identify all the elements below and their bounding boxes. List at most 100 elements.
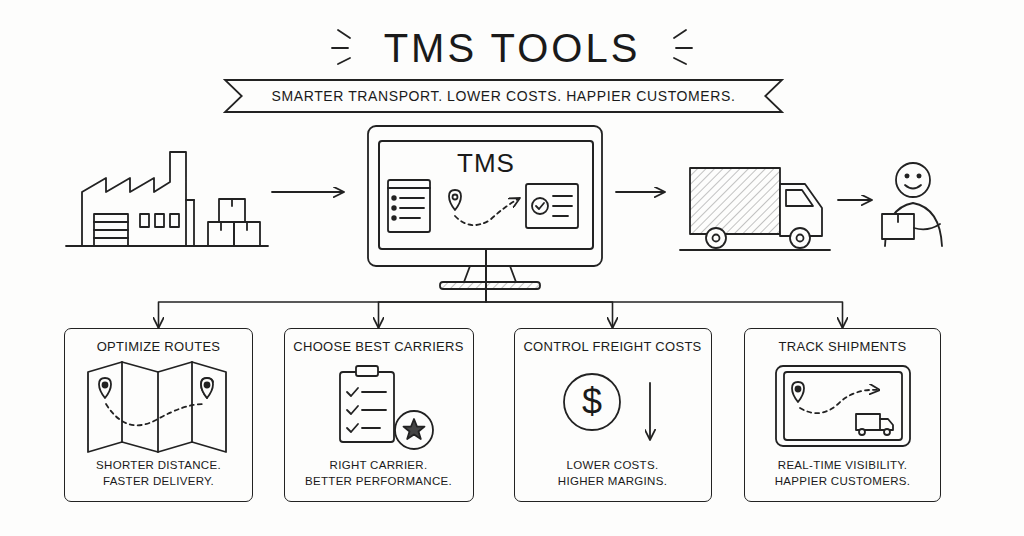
factory-illustration [66, 152, 268, 246]
tablet-icon [776, 366, 910, 446]
customer-illustration [914, 224, 940, 229]
sparkle-marks [674, 58, 686, 64]
factory-illustration [186, 199, 194, 201]
map-icon [201, 378, 213, 398]
coin-icon [564, 374, 650, 440]
feature-box: CHOOSE BEST CARRIERS RIGHT CARRIER. BETTE… [284, 328, 474, 502]
box-description: LOWER COSTS. HIGHER MARGINS. [527, 457, 699, 489]
feature-box: CONTROL FREIGHT COSTSLOWER COSTS. HIGHER… [514, 328, 712, 502]
factory-illustration [140, 214, 149, 227]
factory-illustration [170, 214, 179, 227]
truck-illustration [713, 235, 720, 242]
coin-icon [564, 374, 620, 430]
map-icon [205, 383, 210, 388]
clipboard-icon [347, 424, 358, 432]
currency-symbol: $ [572, 380, 612, 423]
sparkle-marks [676, 47, 692, 49]
tablet-icon [784, 372, 902, 440]
clipboard-icon [356, 366, 378, 376]
monitor-illustration [368, 126, 602, 289]
factory-illustration [193, 200, 195, 246]
clipboard-icon [340, 372, 394, 442]
monitor-illustration [388, 180, 430, 232]
sparkle-marks [332, 47, 348, 49]
map-icon [121, 362, 123, 442]
monitor-illustration [388, 187, 430, 189]
factory-illustration [82, 152, 186, 246]
factory-illustration [231, 199, 233, 206]
monitor-illustration [449, 190, 461, 210]
factory-illustration [94, 214, 128, 246]
monitor-illustration [526, 184, 578, 228]
monitor-illustration [368, 126, 602, 266]
map-icon [103, 383, 108, 388]
tablet-icon [884, 429, 890, 435]
monitor-illustration [440, 282, 540, 289]
flow-arrow [838, 199, 872, 201]
box-heading: CHOOSE BEST CARRIERS [293, 339, 465, 354]
clipboard-icon [395, 411, 433, 449]
map-icon [99, 378, 111, 398]
customer-illustration [905, 185, 921, 189]
branch-connector [486, 250, 613, 328]
branch-connector [486, 250, 843, 328]
ribbon-outline [225, 80, 782, 112]
monitor-illustration [553, 215, 568, 217]
map-icon [88, 362, 226, 452]
map-icon [88, 362, 226, 452]
factory-illustration [219, 199, 245, 222]
monitor-illustration [400, 217, 420, 219]
truck-illustration [786, 190, 813, 206]
feature-box: TRACK SHIPMENTS REAL-TIME VISIBILITY. HAP… [744, 328, 941, 502]
coin-icon [649, 383, 651, 440]
box-description: REAL-TIME VISIBILITY. HAPPIER CUSTOMERS. [757, 457, 929, 489]
truck-illustration [790, 228, 810, 248]
monitor-illustration [536, 203, 544, 209]
box-heading: TRACK SHIPMENTS [753, 339, 932, 354]
box-description: RIGHT CARRIER. BETTER PERFORMANCE. [293, 457, 465, 489]
truck-illustration [680, 249, 830, 251]
customer-illustration [917, 174, 920, 177]
flow-arrow [272, 191, 344, 193]
customer-illustration [896, 163, 930, 197]
factory-illustration [94, 237, 128, 239]
factory-illustration [208, 222, 234, 246]
monitor-illustration [532, 198, 548, 214]
branch-connector [379, 250, 487, 328]
tablet-icon [776, 366, 910, 446]
tms-screen: TMS [378, 140, 594, 250]
factory-illustration [94, 221, 128, 223]
monitor-illustration [392, 196, 396, 200]
monitor-illustration [553, 205, 572, 207]
feature-box: OPTIMIZE ROUTESSHORTER DISTANCE. FASTER … [64, 328, 253, 502]
factory-illustration [246, 222, 248, 230]
title-banner: SMARTER TRANSPORT. LOWER COSTS. HAPPIER … [225, 80, 782, 112]
tablet-icon [792, 382, 804, 402]
banner-text: SMARTER TRANSPORT. LOWER COSTS. HAPPIER … [225, 80, 782, 112]
map-icon [191, 362, 193, 442]
truck-illustration [680, 168, 830, 250]
tablet-icon [856, 414, 880, 430]
tablet-icon [859, 429, 865, 435]
branch-connector [159, 250, 487, 328]
flow-arrow [616, 191, 665, 193]
screen-title: TMS [380, 142, 592, 179]
tablet-icon [800, 390, 880, 413]
clipboard-icon [362, 391, 386, 393]
monitor-illustration [455, 198, 520, 225]
box-heading: OPTIMIZE ROUTES [73, 339, 244, 354]
monitor-illustration [400, 197, 424, 199]
factory-illustration [94, 229, 128, 231]
illustration [66, 30, 942, 452]
clipboard-icon [362, 427, 380, 429]
customer-illustration [882, 214, 914, 239]
clipboard-icon [404, 419, 425, 439]
clipboard-icon [362, 409, 386, 411]
monitor-illustration [392, 206, 396, 210]
clipboard-icon [340, 366, 433, 449]
map-icon [106, 404, 204, 425]
factory-illustration [234, 222, 260, 246]
sparkle-marks [338, 30, 350, 38]
monitor-illustration [392, 216, 396, 220]
